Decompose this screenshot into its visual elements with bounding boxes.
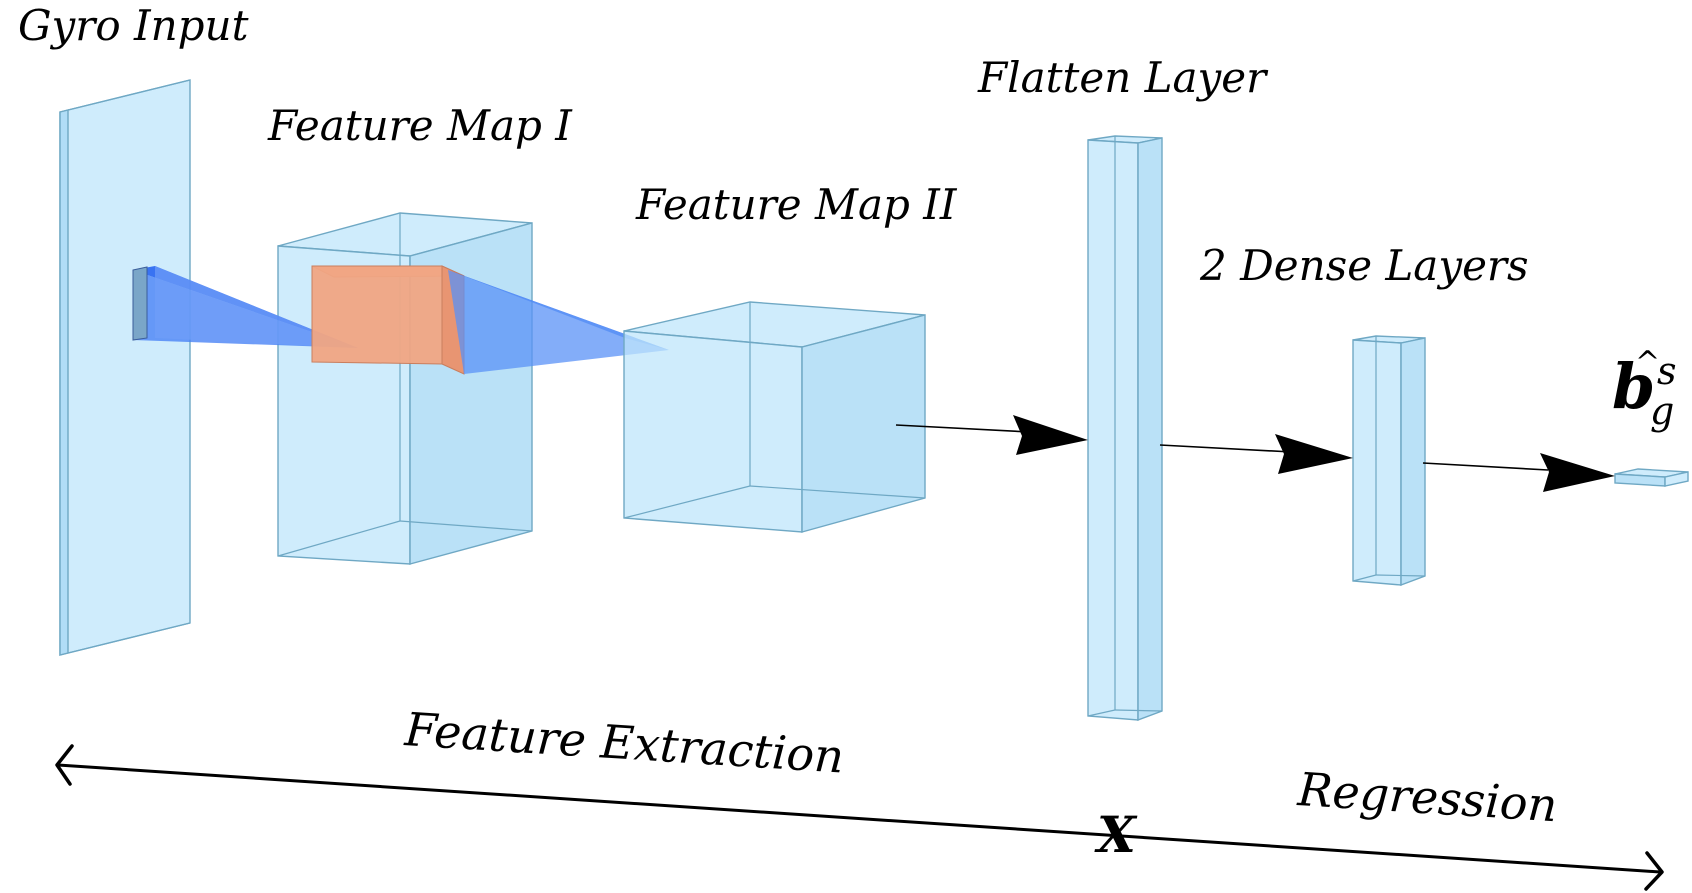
convolution-cone-2 (448, 270, 669, 374)
feature-extraction-label: Feature Extraction (402, 702, 845, 784)
arrow-dense-to-output (1422, 453, 1615, 492)
bottom-axis-arrow (55, 744, 1664, 891)
output-symbol-base: b (1612, 350, 1655, 423)
output-symbol-subscript: g (1650, 389, 1674, 433)
gyro-input-layer (59, 79, 191, 656)
kernel-block (311, 265, 465, 375)
output-symbol-hat: ^ (1635, 345, 1660, 380)
arrow-flatten-to-dense (1159, 434, 1353, 474)
output-node (1614, 468, 1689, 487)
feature-map-1-label: Feature Map I (267, 101, 573, 150)
regression-label: Regression (1295, 762, 1559, 832)
flatten-layer-label: Flatten Layer (977, 53, 1269, 102)
dense-layer (1352, 335, 1426, 587)
split-marker: X (1094, 805, 1138, 864)
feature-map-2-box (623, 301, 926, 533)
output-symbol-label: b ^ s g (1612, 345, 1677, 433)
feature-map-2-label: Feature Map II (635, 180, 958, 229)
output-symbol-superscript: s (1657, 349, 1677, 393)
flatten-layer (1087, 135, 1163, 722)
arrow-fm2-to-flatten (895, 415, 1088, 455)
convolution-cone-1 (132, 266, 358, 348)
dense-layers-label: 2 Dense Layers (1199, 241, 1529, 290)
gyro-input-label: Gyro Input (18, 1, 249, 50)
